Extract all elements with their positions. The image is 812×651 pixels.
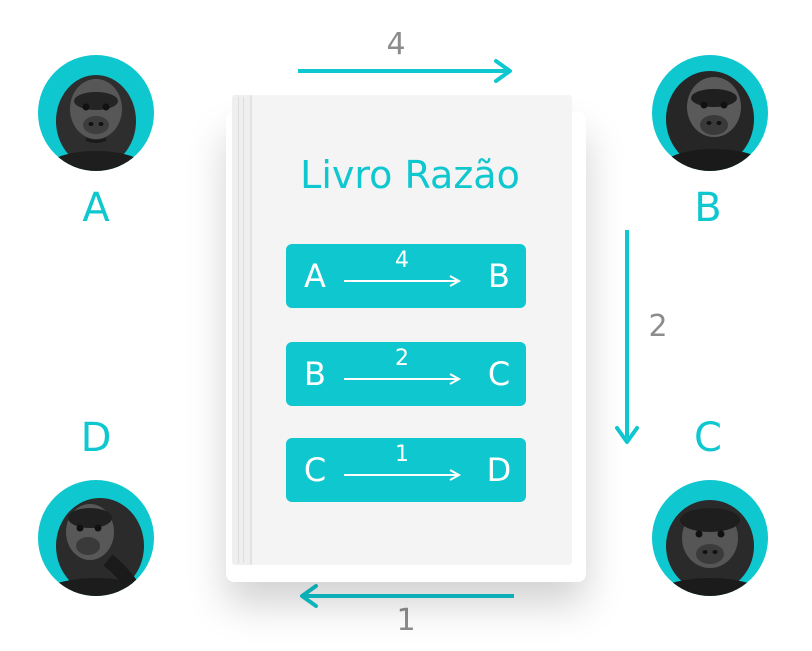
gorilla-icon [44, 498, 148, 596]
edge-amount-a-b: 4 [386, 27, 406, 62]
gorilla-icon [658, 500, 762, 596]
edge-arrow-c-d [300, 584, 514, 608]
ledger-entry: C 1 D [286, 438, 526, 502]
node-label-a: A [82, 185, 110, 231]
ledger-title: Livro Razão [300, 153, 520, 197]
arrow-icon [344, 469, 462, 481]
edge-amount-c-d: 1 [396, 603, 416, 638]
edge-amount-b-c: 2 [648, 309, 668, 344]
ledger-entry: A 4 B [286, 244, 526, 308]
edge-arrow-b-c [615, 230, 639, 444]
avatar-c [652, 480, 768, 596]
entry-to: B [488, 257, 510, 295]
node-label-b: B [694, 185, 722, 231]
entry-to: C [487, 355, 511, 393]
entry-amount: 2 [395, 346, 409, 371]
arrow-icon [344, 373, 462, 385]
gorilla-icon [662, 71, 766, 171]
entry-amount: 1 [395, 442, 409, 467]
entry-amount: 4 [395, 248, 409, 273]
entry-to: D [486, 451, 512, 489]
arrow-icon [344, 275, 462, 287]
gorilla-icon [48, 75, 144, 171]
avatar-a [38, 55, 154, 171]
avatar-d [38, 480, 154, 596]
entry-from: A [304, 257, 326, 295]
ledger-entry: B 2 C [286, 342, 526, 406]
entry-from: C [303, 451, 327, 489]
page-edge [238, 97, 239, 563]
node-label-c: C [694, 415, 722, 461]
entry-from: B [304, 355, 326, 393]
avatar-b [652, 55, 768, 171]
node-label-d: D [80, 415, 112, 461]
page-edge [243, 97, 244, 563]
edge-arrow-a-b [298, 59, 512, 83]
